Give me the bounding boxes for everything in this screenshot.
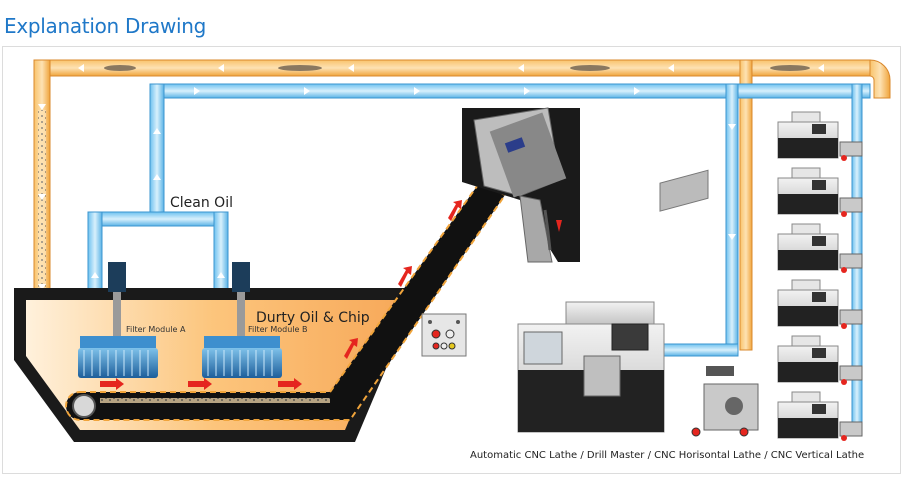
- chip-pipe-arrows: [38, 64, 824, 290]
- conveyor-drum: [72, 394, 96, 418]
- small-machine-2: [777, 167, 863, 217]
- small-machine-4: [777, 279, 863, 329]
- filter-b-label: Filter Module B: [248, 325, 307, 334]
- chip-conveyor: [65, 180, 507, 421]
- small-machine-3: [777, 223, 863, 273]
- clean-oil-arrows: [91, 87, 736, 278]
- dirty-oil-label: Durty Oil & Chip: [256, 310, 370, 326]
- flow-arrows-red: [100, 200, 462, 390]
- small-machine-6: [777, 391, 863, 441]
- small-machine-1: [777, 111, 863, 161]
- filter-module-a: [78, 262, 158, 378]
- cnc-machine-main: [517, 169, 759, 437]
- filter-module-b: [202, 262, 282, 378]
- page-title: Explanation Drawing: [4, 14, 207, 38]
- chip-pipe-drop: [739, 59, 753, 351]
- machine-stack: [777, 111, 863, 441]
- small-machine-5: [777, 335, 863, 385]
- control-panel[interactable]: [421, 313, 467, 357]
- machine-types-caption: Automatic CNC Lathe / Drill Master / CNC…: [470, 450, 864, 461]
- chip-discharge-unit: [462, 107, 580, 263]
- filter-a-label: Filter Module A: [126, 325, 186, 334]
- clean-oil-label: Clean Oil: [170, 195, 233, 211]
